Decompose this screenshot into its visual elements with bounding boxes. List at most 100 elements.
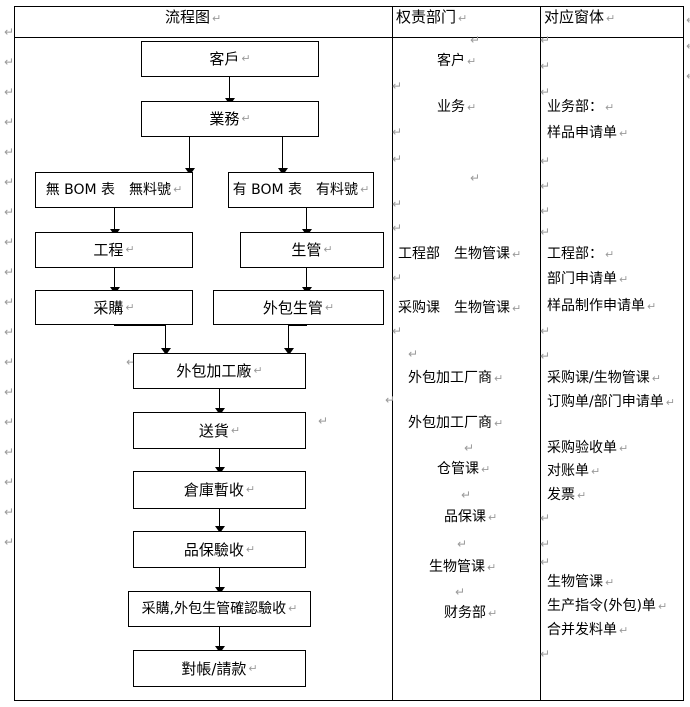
connector-purchasing-outfactory: [165, 325, 166, 351]
pilcrow-icon: ↵: [392, 197, 403, 211]
pilcrow-icon: ↵: [464, 441, 475, 455]
flow-node-label: 送貨: [198, 421, 229, 440]
connector-engineering-purchasing: [114, 268, 115, 290]
arrowhead-icon: [215, 646, 225, 653]
flow-node-production-control[interactable]: 生管↵: [240, 232, 384, 268]
header-flow-cell: 流程图↵: [165, 8, 222, 26]
pilcrow-icon: ↵: [4, 505, 15, 519]
pilcrow-icon: ↵: [4, 85, 15, 99]
flow-node-outsourced-factory[interactable]: 外包加工廠↵: [133, 353, 306, 389]
pilcrow-icon: ↵: [651, 372, 661, 385]
header-form-cell: 对应窗体↵: [544, 8, 616, 26]
pilcrow-icon: ↵: [577, 489, 587, 502]
pilcrow-icon: ↵: [494, 417, 504, 430]
pilcrow-icon: ↵: [487, 561, 497, 574]
form-entry-purchasing-line-1: 采购课/生物管课↵: [547, 370, 661, 386]
pilcrow-icon: ↵: [4, 385, 15, 399]
flow-node-confirm-inspection[interactable]: 采購,外包生管確認驗收↵: [128, 591, 311, 627]
arrowhead-icon: [215, 587, 225, 594]
connector-confirm-settlement: [219, 627, 220, 649]
pilcrow-icon: ↵: [4, 25, 15, 39]
pilcrow-icon: ↵: [686, 40, 690, 52]
arrowhead-icon: [185, 168, 195, 175]
dept-entry-sales: 业务↵: [437, 99, 477, 115]
arrowhead-icon: [278, 168, 288, 175]
arrowhead-icon: [215, 526, 225, 533]
pilcrow-icon: ↵: [540, 204, 551, 218]
flow-node-engineering[interactable]: 工程↵: [35, 232, 193, 268]
connector-purchasing-stub: [114, 325, 115, 326]
pilcrow-icon: ↵: [467, 55, 477, 68]
dept-entry-warehouse: 仓管课↵: [437, 461, 491, 477]
form-entry-purchasing-line-2: 订购单/部门申请单↵: [547, 394, 675, 410]
flow-node-label: 客戶: [209, 50, 240, 68]
flow-node-label: 采購: [93, 298, 124, 317]
flow-node-label: 無 BOM 表 無料號: [45, 182, 172, 198]
flow-node-sales[interactable]: 業務↵: [141, 101, 319, 137]
pilcrow-icon: ↵: [605, 576, 615, 589]
flow-node-label: 外包加工廠: [176, 362, 252, 380]
pilcrow-icon: ↵: [4, 205, 15, 219]
dept-entry-purchasing: 采购课 生物管课↵: [398, 300, 522, 316]
pilcrow-icon: ↵: [408, 347, 419, 361]
flow-node-has-bom[interactable]: 有 BOM 表 有料號↵: [228, 172, 374, 208]
column-divider-2: [540, 7, 541, 700]
pilcrow-icon: ↵: [385, 393, 396, 407]
pilcrow-icon: ↵: [392, 125, 403, 139]
pilcrow-icon: ↵: [4, 265, 15, 279]
flow-node-outsourced-production-control[interactable]: 外包生管↵: [213, 290, 384, 325]
pilcrow-icon: ↵: [540, 324, 551, 338]
connector-prodctrl-outprodctrl: [306, 268, 307, 290]
pilcrow-icon: ↵: [4, 145, 15, 159]
pilcrow-icon: ↵: [657, 600, 668, 613]
pilcrow-icon: ↵: [458, 12, 468, 25]
pilcrow-icon: ↵: [605, 248, 615, 261]
pilcrow-icon: ↵: [392, 271, 403, 285]
pilcrow-icon: ↵: [4, 415, 15, 429]
flow-node-customer[interactable]: 客戶↵: [141, 41, 319, 77]
arrowhead-icon: [284, 348, 294, 355]
flow-node-no-bom[interactable]: 無 BOM 表 無料號↵: [35, 172, 193, 208]
pilcrow-icon: ↵: [4, 475, 15, 489]
pilcrow-icon: ↵: [540, 511, 551, 525]
flow-node-settlement[interactable]: 對帳/請款↵: [133, 650, 306, 687]
pilcrow-icon: ↵: [241, 52, 251, 65]
pilcrow-icon: ↵: [4, 115, 15, 129]
form-entry-production-line-1: 生物管课↵: [547, 574, 615, 590]
flow-node-delivery[interactable]: 送貨↵: [133, 412, 306, 449]
flow-node-purchasing[interactable]: 采購↵: [35, 290, 193, 325]
flow-node-warehouse[interactable]: 倉庫暫收↵: [133, 471, 306, 509]
connector-outprodctrl-elbow: [288, 325, 307, 326]
dept-entry-outsourced-factory-2: 外包加工厂商↵: [408, 415, 504, 431]
pilcrow-icon: ↵: [606, 12, 616, 25]
pilcrow-icon: ↵: [4, 445, 15, 459]
pilcrow-icon: ↵: [619, 624, 629, 637]
pilcrow-icon: ↵: [392, 221, 403, 235]
pilcrow-icon: ↵: [288, 602, 298, 615]
flow-node-label: 工程: [93, 241, 124, 259]
pilcrow-icon: ↵: [125, 300, 135, 314]
pilcrow-icon: ↵: [212, 12, 222, 25]
pilcrow-icon: ↵: [392, 324, 403, 338]
pilcrow-icon: ↵: [512, 302, 522, 315]
pilcrow-icon: ↵: [253, 364, 263, 377]
form-entry-sales-line-1: 业务部：↵: [547, 99, 615, 115]
pilcrow-icon: ↵: [4, 295, 15, 309]
pilcrow-icon: ↵: [4, 535, 15, 549]
pilcrow-icon: ↵: [323, 243, 333, 256]
connector-outfactory-delivery: [219, 389, 220, 411]
pilcrow-icon: ↵: [470, 171, 481, 185]
pilcrow-icon: ↵: [488, 607, 498, 620]
pilcrow-icon: ↵: [540, 154, 551, 168]
pilcrow-icon: ↵: [4, 175, 15, 189]
flow-node-qa-inspection[interactable]: 品保驗收↵: [133, 531, 306, 568]
dept-entry-outsourced-factory-1: 外包加工厂商↵: [408, 370, 504, 386]
pilcrow-icon: ↵: [540, 225, 551, 239]
form-entry-purchasing-line-4: 对账单↵: [547, 463, 601, 479]
pilcrow-icon: ↵: [4, 55, 15, 69]
form-entry-engineering-line-3: 样品制作申请单↵: [547, 298, 657, 314]
header-department-cell: 权责部门↵: [396, 8, 468, 26]
pilcrow-icon: ↵: [686, 70, 690, 82]
pilcrow-icon: ↵: [686, 14, 690, 26]
